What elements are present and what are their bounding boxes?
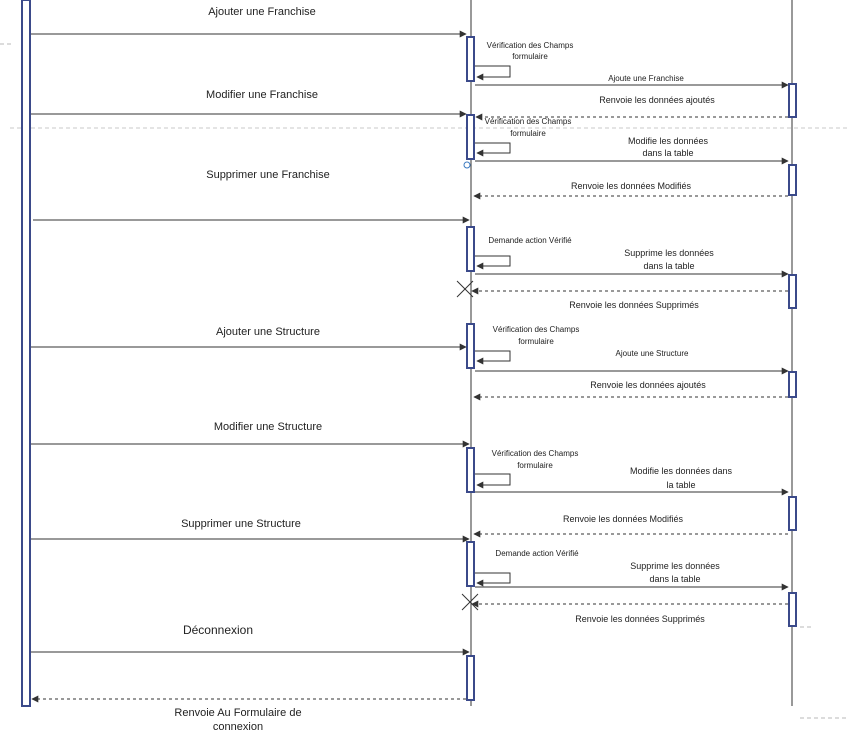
self-call-arrow bbox=[475, 65, 511, 81]
label-renvoie-supprimes: Renvoie les données Supprimés bbox=[569, 300, 699, 310]
label-renvoie-modifies: Renvoie les données Modifiés bbox=[571, 181, 692, 191]
self-call-arrow bbox=[475, 350, 511, 365]
label-supprime-donnees: Supprime les données bbox=[624, 248, 714, 258]
msg-modifier-structure: Modifier une Structure bbox=[214, 421, 322, 433]
activation-bar-user bbox=[21, 0, 31, 707]
destroy-marker bbox=[456, 280, 474, 298]
msg-deconnexion: Déconnexion bbox=[183, 623, 253, 637]
msg-ajouter-franchise: Ajouter une Franchise bbox=[208, 6, 316, 18]
label-verif-formulaire: formulaire bbox=[512, 52, 548, 61]
label-ajoute-structure: Ajoute une Structure bbox=[616, 349, 689, 358]
activation-bar-database bbox=[788, 371, 797, 398]
label-dans-table: dans la table bbox=[643, 261, 694, 271]
self-call-arrow bbox=[475, 255, 511, 270]
label-renvoie-formulaire: Renvoie Au Formulaire de bbox=[174, 707, 301, 719]
activation-bar-database bbox=[788, 164, 797, 196]
label-renvoie-supprimes: Renvoie les données Supprimés bbox=[575, 614, 705, 624]
label-verif-champs: Vérification des Champs bbox=[493, 325, 580, 334]
activation-bar-controller bbox=[466, 323, 475, 369]
label-renvoie-ajoutes: Renvoie les données ajoutés bbox=[590, 380, 706, 390]
label-dans-table: dans la table bbox=[642, 148, 693, 158]
label-la-table: la table bbox=[666, 480, 695, 490]
label-modifie-donnees-dans: Modifie les données dans bbox=[630, 466, 733, 476]
activation-bar-database bbox=[788, 496, 797, 531]
destroy-marker bbox=[461, 593, 479, 611]
label-renvoie-modifies: Renvoie les données Modifiés bbox=[563, 514, 684, 524]
self-call-arrow bbox=[475, 572, 511, 587]
activation-bar-database bbox=[788, 274, 797, 309]
label-supprime-donnees: Supprime les données bbox=[630, 561, 720, 571]
activation-bar-controller bbox=[466, 226, 475, 272]
activation-bar-controller bbox=[466, 114, 475, 160]
connector-dot bbox=[463, 161, 471, 169]
msg-supprimer-franchise: Supprimer une Franchise bbox=[206, 169, 330, 181]
activation-bar-database bbox=[788, 592, 797, 627]
label-connexion: connexion bbox=[213, 721, 263, 733]
label-verif-formulaire: formulaire bbox=[518, 337, 554, 346]
activation-bar-controller bbox=[466, 36, 475, 82]
msg-supprimer-structure: Supprimer une Structure bbox=[181, 518, 301, 530]
label-verif-champs: Vérification des Champs bbox=[487, 41, 574, 50]
label-verif-formulaire: formulaire bbox=[517, 461, 553, 470]
label-dans-table: dans la table bbox=[649, 574, 700, 584]
self-call-arrow bbox=[475, 142, 511, 157]
msg-modifier-franchise: Modifier une Franchise bbox=[206, 89, 318, 101]
label-ajoute-franchise: Ajoute une Franchise bbox=[608, 74, 684, 83]
label-verif-champs: Vérification des Champs bbox=[485, 117, 572, 126]
activation-bar-controller bbox=[466, 541, 475, 587]
activation-bar-database bbox=[788, 83, 797, 118]
activation-bar-controller bbox=[466, 447, 475, 493]
self-call-arrow bbox=[475, 473, 511, 489]
label-demande-action: Demande action Vérifié bbox=[495, 549, 579, 558]
label-verif-formulaire: formulaire bbox=[510, 129, 546, 138]
label-renvoie-ajoutes: Renvoie les données ajoutés bbox=[599, 95, 715, 105]
label-demande-action: Demande action Vérifié bbox=[488, 236, 572, 245]
msg-ajouter-structure: Ajouter une Structure bbox=[216, 326, 320, 338]
activation-bar-controller bbox=[466, 655, 475, 701]
label-verif-champs: Vérification des Champs bbox=[492, 449, 579, 458]
label-modifie-donnees: Modifie les données bbox=[628, 136, 709, 146]
